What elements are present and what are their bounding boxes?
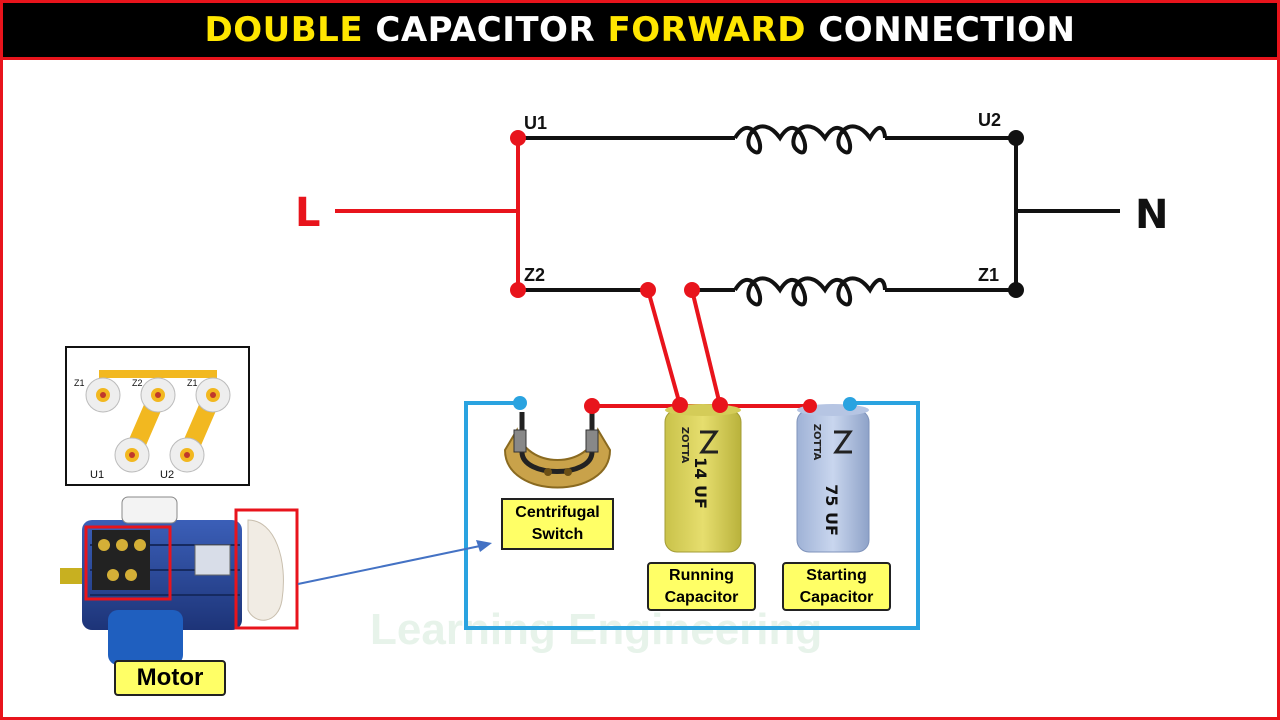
title-word-double: DOUBLE xyxy=(204,10,364,50)
motor-illustration xyxy=(60,496,299,665)
switch-blue-node xyxy=(513,396,527,410)
terminal-highlight-box xyxy=(84,525,172,601)
title-rule xyxy=(3,57,1277,60)
title-bar: DOUBLE CAPACITOR FORWARD CONNECTION xyxy=(3,3,1277,57)
switch-red-node xyxy=(584,398,600,414)
aux-break-right-node xyxy=(684,282,700,298)
starting-capacitor-graphic: 75 UF ZOTTA xyxy=(796,404,870,553)
title-word-capacitor: CAPACITOR xyxy=(363,10,608,50)
aux-break-left-node xyxy=(640,282,656,298)
z2-node xyxy=(510,282,526,298)
neutral-wiring xyxy=(1014,138,1120,290)
aux-winding-circuit xyxy=(518,276,1016,307)
start-cap-blue-node xyxy=(843,397,857,411)
label-L: L xyxy=(295,190,321,236)
inset-label-u2: U2 xyxy=(160,469,174,481)
blue-loop-wire xyxy=(464,401,920,630)
inset-label-z1-right: Z1 xyxy=(187,378,198,388)
label-Z1: Z1 xyxy=(978,265,999,285)
centrifugal-switch-graphic xyxy=(503,412,612,489)
inset-label-z2: Z2 xyxy=(132,378,143,388)
aux-winding-coil xyxy=(733,276,887,307)
inset-label-u1: U1 xyxy=(90,469,104,481)
inset-label-z1-left: Z1 xyxy=(74,378,85,388)
running-capacitor-brand: ZOTTA xyxy=(679,427,690,464)
label-N: N xyxy=(1135,192,1168,238)
z1-node xyxy=(1008,282,1024,298)
starting-capacitor-brand: ZOTTA xyxy=(811,424,822,461)
start-cap-red-node xyxy=(803,399,817,413)
run-cap-right-node xyxy=(712,397,728,413)
label-U1: U1 xyxy=(524,113,547,133)
running-capacitor-graphic: 14 UF ZOTTA xyxy=(664,404,742,553)
switch-highlight-box xyxy=(234,508,299,630)
live-wiring xyxy=(335,138,722,406)
starting-capacitor-value: 75 UF xyxy=(822,484,841,536)
main-winding-circuit xyxy=(518,124,1016,155)
u1-node xyxy=(510,130,526,146)
centrifugal-switch-label: Centrifugal Switch xyxy=(501,498,614,550)
running-capacitor-label: Running Capacitor xyxy=(647,562,756,611)
u2-node xyxy=(1008,130,1024,146)
title-word-connection: CONNECTION xyxy=(806,10,1076,50)
terminal-box-inset: Z1 Z2 Z1 U1 U2 xyxy=(65,346,250,486)
label-Z2: Z2 xyxy=(524,265,545,285)
label-U2: U2 xyxy=(978,110,1001,130)
starting-capacitor-label: Starting Capacitor xyxy=(782,562,891,611)
motor-label: Motor xyxy=(114,660,226,696)
running-capacitor-value: 14 UF xyxy=(691,457,710,509)
title-word-forward: FORWARD xyxy=(607,10,806,50)
pointer-arrow xyxy=(297,540,492,585)
main-winding-coil xyxy=(733,124,887,155)
run-cap-left-node xyxy=(672,397,688,413)
